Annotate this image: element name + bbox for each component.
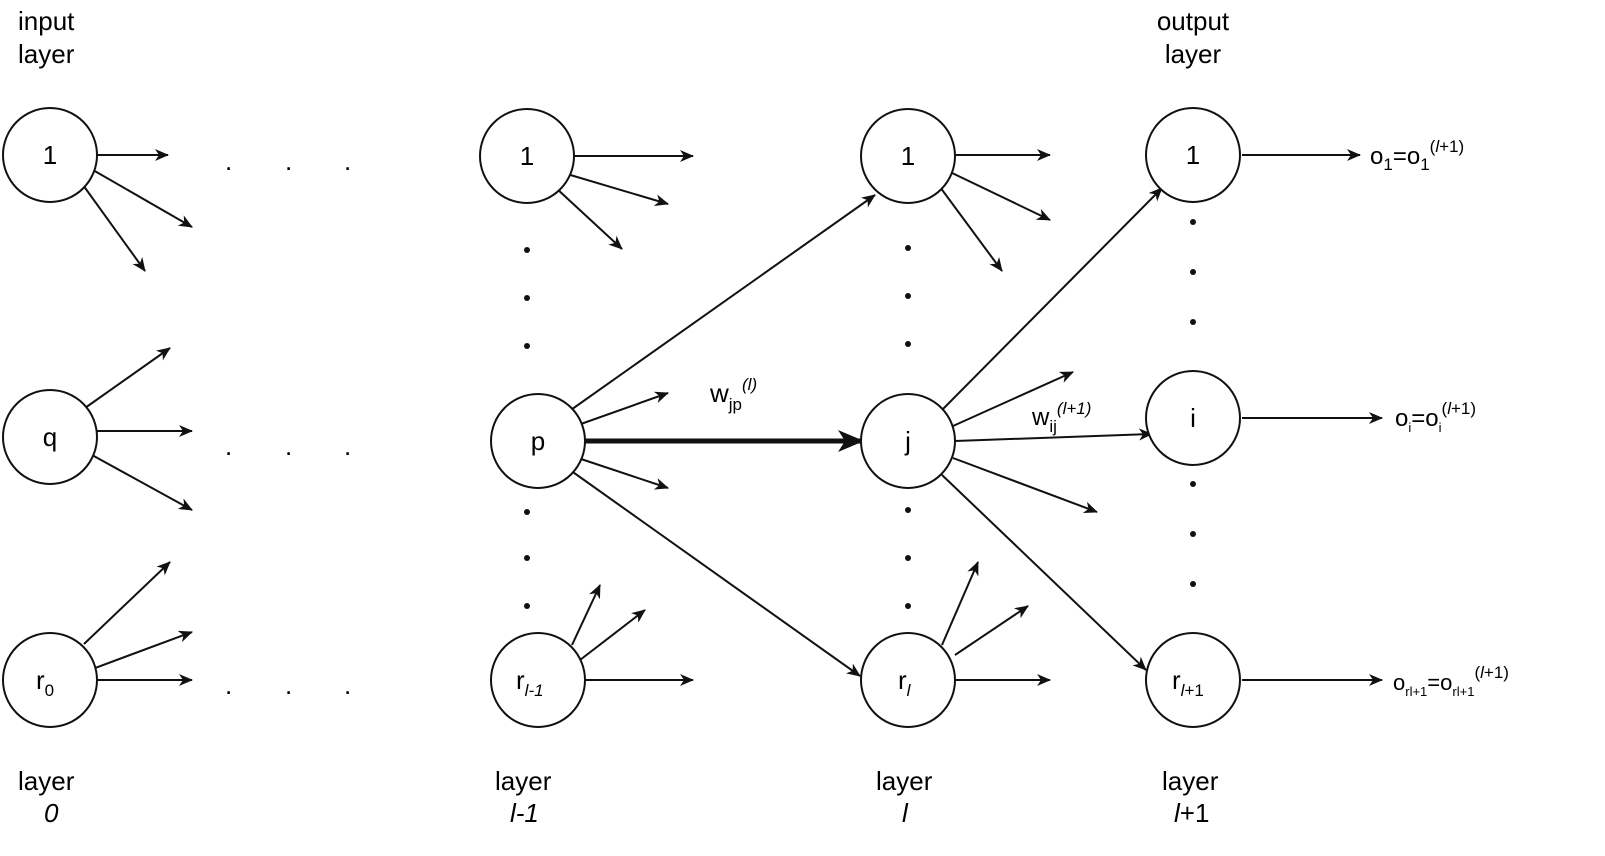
layer-l-label-index: l <box>902 798 909 828</box>
node-hidden-1: 1 <box>860 108 956 204</box>
edge <box>941 474 1147 671</box>
layer-l-plus-1-label-index: l+1 <box>1174 798 1209 828</box>
node-hidden-r: rl <box>860 632 956 728</box>
ellipsis-dot <box>1190 581 1196 587</box>
output-label-or: orl+1=orl+1(l+1) <box>1393 663 1509 699</box>
svg-text:j: j <box>904 426 911 456</box>
ellipsis-dot: . <box>344 431 351 461</box>
output-layer-header-line2: layer <box>1165 39 1222 69</box>
edge <box>941 187 1163 411</box>
ellipsis-dot <box>905 555 911 561</box>
ellipsis-dot <box>905 603 911 609</box>
output-label-o1: o1=o1(l+1) <box>1370 137 1464 174</box>
layer-l-minus-1-label-word: layer <box>495 766 552 796</box>
layer-0-label-index: 0 <box>44 798 59 828</box>
ellipsis-dots: . . . . . . . . . <box>225 146 1196 700</box>
svg-text:i: i <box>1190 403 1196 433</box>
ellipsis-dot <box>524 603 530 609</box>
edge <box>577 391 669 426</box>
edge <box>579 609 646 661</box>
ellipsis-dot <box>1190 531 1196 537</box>
edge <box>571 584 601 646</box>
weight-label-wjp: wjp(l) <box>709 375 757 414</box>
output-label-oi: oi=oi(l+1) <box>1395 399 1476 435</box>
node-output-i: i <box>1145 370 1241 466</box>
ellipsis-dot <box>1190 219 1196 225</box>
ellipsis-dot: . <box>225 431 232 461</box>
ellipsis-dot <box>524 247 530 253</box>
ellipsis-dot: . <box>344 146 351 176</box>
edge-wij <box>954 428 1153 442</box>
ellipsis-dot <box>1190 269 1196 275</box>
weight-label-wij: wij(l+1) <box>1031 399 1091 436</box>
node-prev-r: rl-1 <box>490 632 586 728</box>
node-output-r: rl+1 <box>1145 632 1241 728</box>
edge <box>555 187 623 250</box>
svg-text:q: q <box>43 422 57 452</box>
node-input-1: 1 <box>2 107 98 203</box>
svg-text:p: p <box>531 426 545 456</box>
input-layer-header-line2: layer <box>18 39 75 69</box>
ellipsis-dot <box>1190 481 1196 487</box>
layer-l-plus-1-label-word: layer <box>1162 766 1219 796</box>
edge <box>941 561 979 646</box>
edge <box>939 186 1003 272</box>
ellipsis-dot <box>524 555 530 561</box>
ellipsis-dot: . <box>285 146 292 176</box>
svg-text:rl: rl <box>898 665 912 700</box>
ellipsis-dot <box>524 343 530 349</box>
edge <box>952 371 1074 427</box>
edges <box>82 149 1383 686</box>
svg-text:1: 1 <box>901 141 915 171</box>
node-prev-p: p <box>490 393 586 489</box>
edge <box>567 194 876 413</box>
svg-text:1: 1 <box>520 141 534 171</box>
ellipsis-dot <box>905 507 911 513</box>
ellipsis-dot: . <box>285 670 292 700</box>
svg-text:rl+1: rl+1 <box>1172 665 1204 700</box>
ellipsis-dot: . <box>285 431 292 461</box>
node-hidden-j: j <box>860 393 956 489</box>
node-input-q: q <box>2 389 98 485</box>
edge <box>952 457 1098 514</box>
svg-text:1: 1 <box>1186 140 1200 170</box>
ellipsis-dot <box>905 245 911 251</box>
ellipsis-dot <box>524 295 530 301</box>
input-layer-header-line1: input <box>18 6 75 36</box>
layer-l-minus-1-label-index: l-1 <box>510 798 539 828</box>
layer-l-label-word: layer <box>876 766 933 796</box>
svg-text:r0: r0 <box>36 665 54 700</box>
edge <box>84 347 171 409</box>
svg-text:rl-1: rl-1 <box>516 665 544 700</box>
edge <box>569 469 861 677</box>
node-input-r0: r0 <box>2 632 98 728</box>
edge <box>94 630 193 669</box>
node-output-1: 1 <box>1145 107 1241 203</box>
svg-text:1: 1 <box>43 140 57 170</box>
ellipsis-dot: . <box>344 670 351 700</box>
ellipsis-dot: . <box>225 670 232 700</box>
edge <box>83 561 171 645</box>
ellipsis-dot <box>524 509 530 515</box>
edge <box>954 605 1029 656</box>
ellipsis-dot: . <box>225 146 232 176</box>
output-layer-header-line1: output <box>1157 6 1230 36</box>
edge <box>949 171 1051 221</box>
edge <box>91 454 193 511</box>
layer-0-label-word: layer <box>18 766 75 796</box>
edge <box>566 173 669 207</box>
edge <box>82 184 146 272</box>
ellipsis-dot <box>905 341 911 347</box>
edge <box>92 169 193 228</box>
ellipsis-dot <box>905 293 911 299</box>
ellipsis-dot <box>1190 319 1196 325</box>
edge <box>577 457 669 490</box>
node-prev-1: 1 <box>479 108 575 204</box>
